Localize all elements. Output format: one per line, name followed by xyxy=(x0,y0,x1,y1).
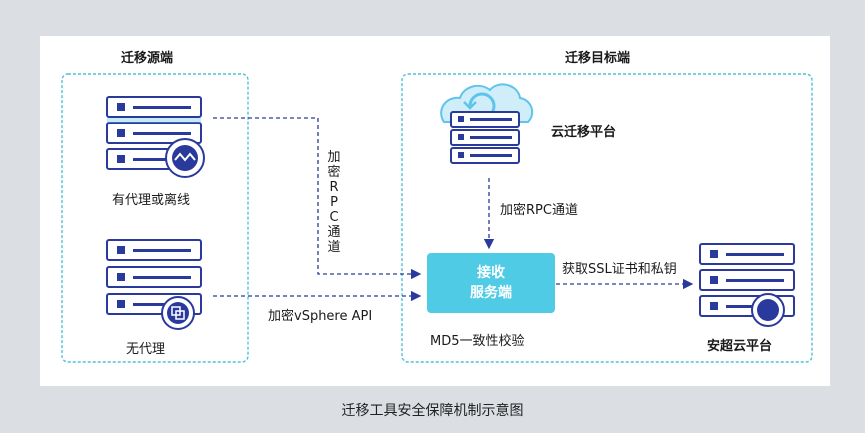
rpc-target-label: 加密RPC通道 xyxy=(500,203,578,218)
agentless-label: 无代理 xyxy=(126,342,166,357)
rpc-vertical-label: 加密RPC通道 xyxy=(327,150,341,255)
target-title: 迁移目标端 xyxy=(565,51,631,66)
receiver-line2: 服务端 xyxy=(470,285,512,301)
ssl-label: 获取SSL证书和私钥 xyxy=(562,262,677,277)
rpc-link-source xyxy=(213,117,422,280)
vmware-icon xyxy=(161,296,195,330)
target-panel xyxy=(401,73,813,363)
cloud-platform-label: 云迁移平台 xyxy=(551,125,617,140)
md5-label: MD5一致性校验 xyxy=(430,334,525,349)
agent-label: 有代理或离线 xyxy=(112,193,191,208)
cloud-platform-server xyxy=(450,111,520,164)
receiver-line1: 接收 xyxy=(477,265,505,281)
receiver-server-box: 接收 服务端 xyxy=(427,253,555,313)
anchao-label: 安超云平台 xyxy=(707,339,773,354)
agent-server-stack xyxy=(106,96,202,170)
wave-icon xyxy=(165,138,205,178)
source-panel xyxy=(61,73,249,363)
source-title: 迁移源端 xyxy=(121,51,174,66)
anchao-badge-icon xyxy=(751,293,785,327)
vsphere-label: 加密vSphere API xyxy=(268,309,373,324)
figure-caption: 迁移工具安全保障机制示意图 xyxy=(341,403,524,419)
